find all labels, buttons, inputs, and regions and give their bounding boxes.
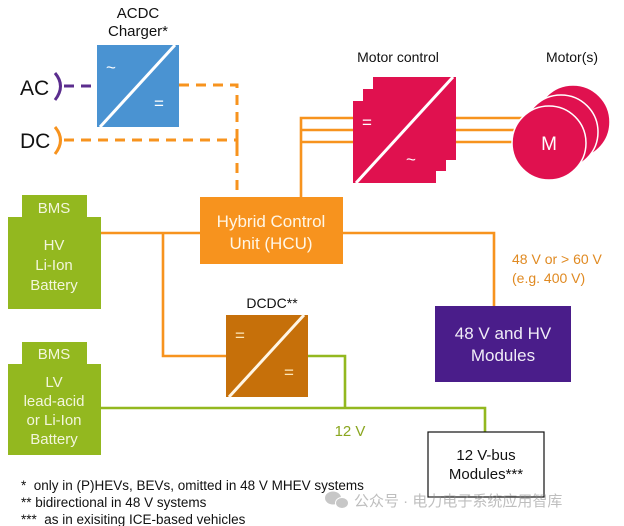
footnote-3: *** as in exisiting ICE-based vehicles: [21, 512, 246, 526]
dcdc-output-symbol: =: [284, 363, 294, 382]
hv-bus-voltage-label-line1: 48 V or > 60 V: [512, 251, 603, 267]
charger-title-line1: ACDC: [117, 5, 160, 22]
lv-modules-body: [427, 431, 545, 498]
hv-dcdc-line: [161, 233, 226, 358]
hv-bus-voltage-label-line2: (e.g. 400 V): [512, 270, 585, 286]
motor-control-label: Motor control: [357, 49, 439, 65]
dcdc-input-symbol: =: [235, 326, 245, 345]
lv-modules-line1: 12 V-bus: [456, 447, 515, 464]
dc-connector-icon: [53, 126, 62, 155]
lv-bms-label: BMS: [38, 346, 71, 363]
hv-modules-line2: Modules: [471, 346, 535, 365]
lv-battery-line2: lead-acid: [24, 393, 85, 410]
ac-connector-icon: [53, 72, 62, 101]
hv-battery-line3: Battery: [30, 277, 78, 294]
hv-battery-line2: Li-Ion: [35, 257, 73, 274]
ac-input-label: AC: [20, 77, 49, 100]
footnote-1: * only in (P)HEVs, BEVs, omitted in 48 V…: [21, 478, 364, 493]
hv-modules-line1: 48 V and HV: [455, 324, 552, 343]
dcdc-lv-line: [308, 354, 347, 408]
hcu-motor-control-bus: [299, 116, 353, 197]
hcu-label-line2: Unit (HCU): [229, 234, 312, 253]
motors-group: M: [511, 84, 611, 181]
lv-battery-line1: LV: [45, 374, 62, 391]
lv-battery-line3: or Li-Ion: [26, 412, 81, 429]
motor-control-block: = ~: [353, 75, 456, 185]
motor-control-ac-symbol: ~: [406, 150, 416, 169]
hv-battery-block: BMS HV Li-Ion Battery: [8, 195, 101, 309]
lv-battery-body: [8, 364, 101, 455]
dc-input-line: [64, 138, 239, 150]
watermark-text: 公众号 · 电力电子系统应用智库: [354, 492, 562, 510]
hcu-hv-modules-line: [343, 231, 496, 306]
dcdc-block: = =: [226, 313, 308, 399]
motor-control-divider: [354, 75, 455, 185]
motor-front: [511, 105, 587, 181]
hv-modules-body: [435, 306, 571, 382]
motor-control-dc-symbol: =: [362, 113, 372, 132]
watermark: 公众号 · 电力电子系统应用智库: [325, 491, 562, 510]
lv-bus-line: [101, 406, 487, 432]
wechat-icon: [325, 491, 349, 509]
hv-modules-block: 48 V and HV Modules: [435, 306, 571, 382]
acdc-charger-block: ~ =: [97, 43, 179, 129]
lv-battery-block: BMS LV lead-acid or Li-Ion Battery: [8, 342, 101, 455]
lv-modules-line2: Modules***: [449, 466, 523, 483]
lv-battery-line4: Battery: [30, 431, 78, 448]
charger-title-line2: Charger*: [108, 23, 168, 40]
charger-divider: [98, 43, 177, 129]
lv-bus-voltage-label: 12 V: [335, 423, 366, 440]
charger-output-line: [179, 83, 239, 197]
dcdc-divider: [227, 313, 306, 399]
motor-symbol: M: [541, 134, 557, 155]
dc-input-label: DC: [20, 130, 50, 153]
dcdc-label: DCDC**: [246, 295, 298, 311]
hcu-body: [200, 197, 343, 264]
hcu-label-line1: Hybrid Control: [217, 212, 326, 231]
hv-battery-line1: HV: [44, 237, 65, 254]
charger-dc-symbol: =: [154, 94, 164, 113]
lv-modules-block: 12 V-bus Modules***: [427, 431, 545, 498]
hcu-block: Hybrid Control Unit (HCU): [200, 197, 343, 264]
footnote-2: ** bidirectional in 48 V systems: [21, 495, 207, 510]
motors-label: Motor(s): [546, 49, 598, 65]
hv-battery-body: [8, 217, 101, 309]
hv-bms-label: BMS: [38, 200, 71, 217]
hv-bms-tab: [22, 195, 87, 219]
lv-bms-tab: [22, 342, 87, 366]
charger-ac-symbol: ~: [106, 58, 116, 77]
